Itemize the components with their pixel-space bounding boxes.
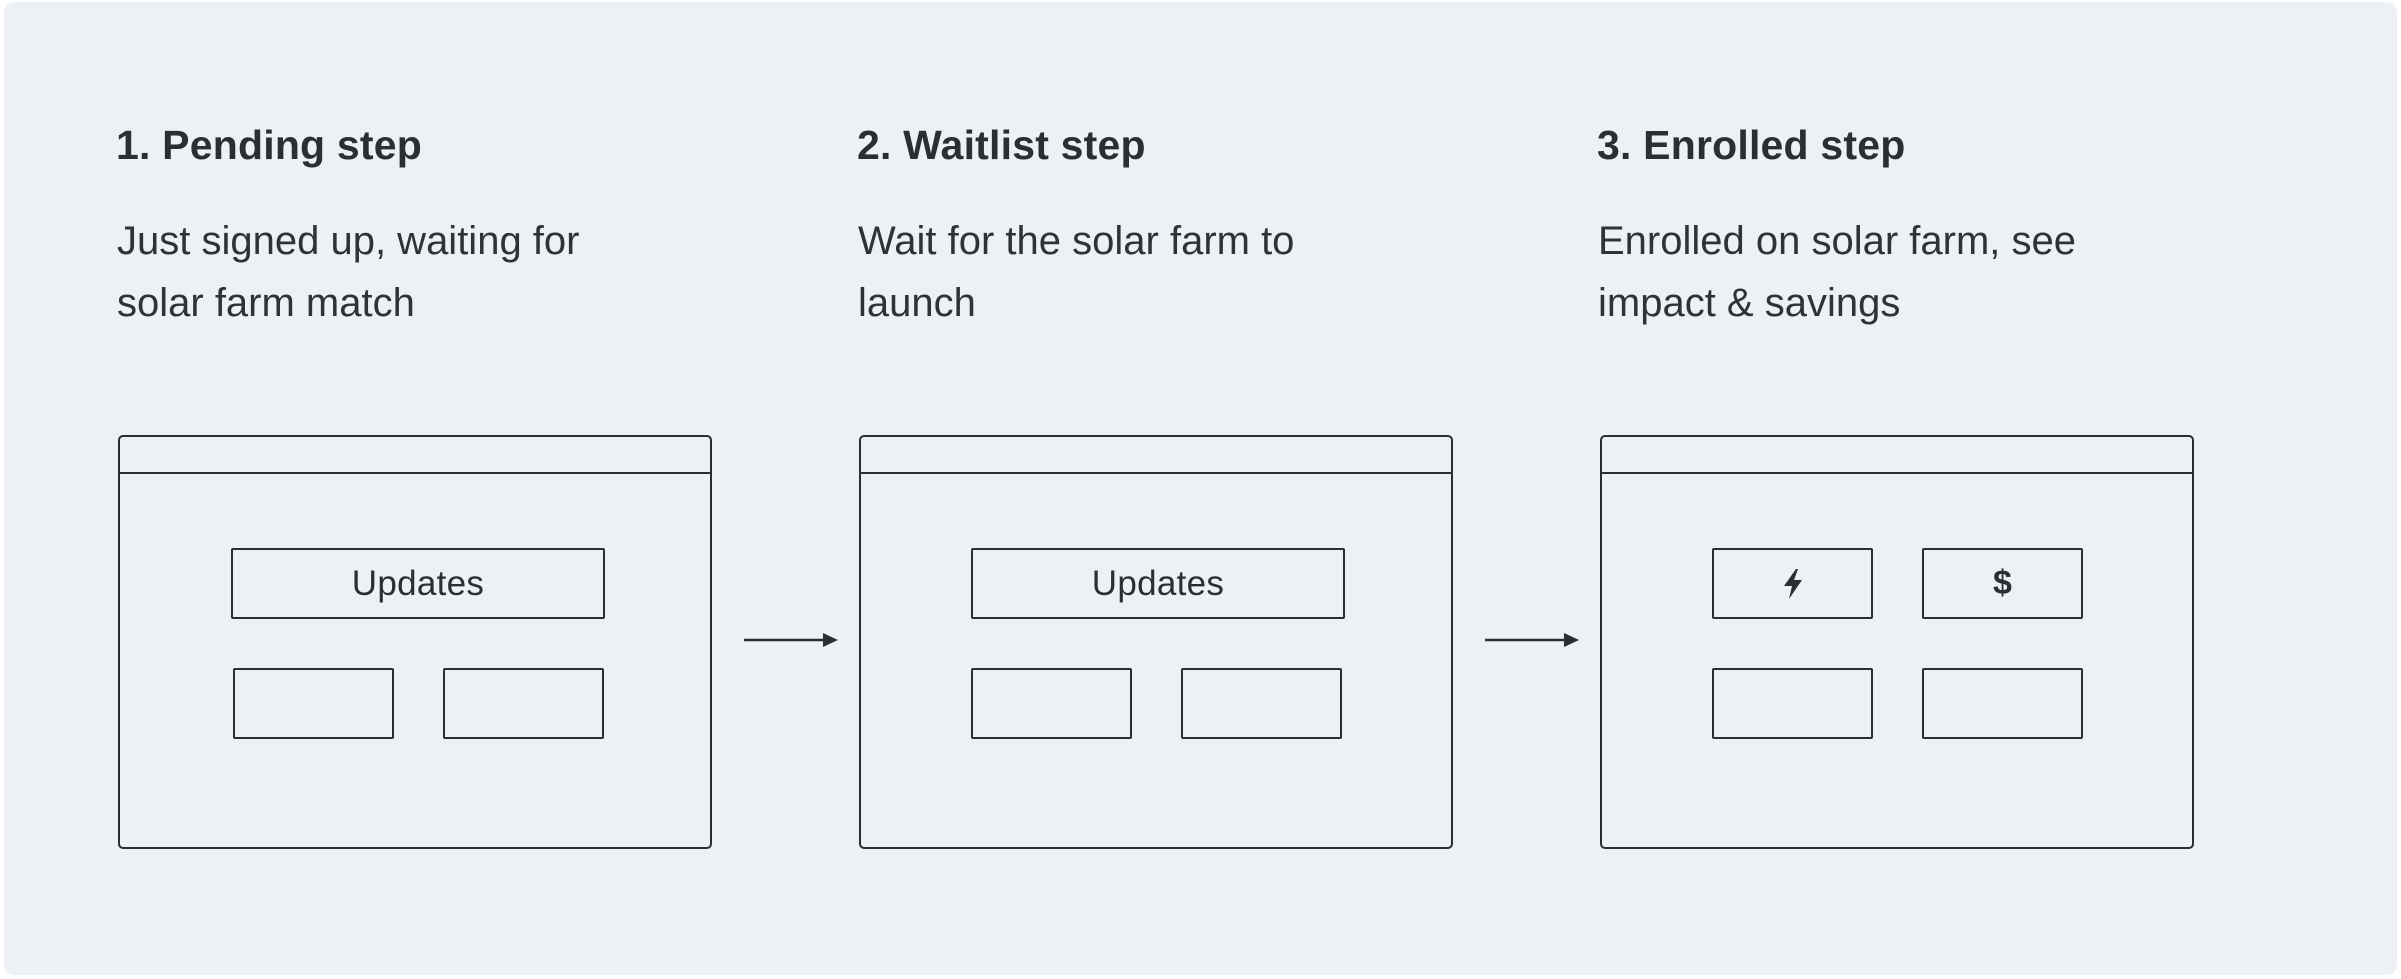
- savings-box: $: [1922, 548, 2083, 619]
- placeholder-box-left: [233, 668, 394, 739]
- step-2-description: Wait for the solar farm to launch: [858, 219, 1295, 325]
- placeholder-box-right: [443, 668, 604, 739]
- updates-box: Updates: [231, 548, 605, 619]
- step-1-title: 1. Pending step: [116, 122, 422, 168]
- window-title-bar: [120, 437, 710, 474]
- arrow-right-icon: [744, 633, 838, 647]
- lightning-bolt-icon: [1783, 568, 1802, 599]
- energy-impact-box: [1712, 548, 1873, 619]
- placeholder-box-right: [1181, 668, 1342, 739]
- placeholder-box-left: [971, 668, 1132, 739]
- diagram-panel: 1. Pending step Just signed up, waiting …: [4, 2, 2397, 975]
- placeholder-box-right: [1922, 668, 2083, 739]
- window-title-bar: [1602, 437, 2192, 474]
- step-3-description: Enrolled on solar farm, see impact & sav…: [1598, 219, 2077, 325]
- step-3-window-mockup: $: [1600, 435, 2194, 849]
- arrow-right-icon: [1485, 633, 1579, 647]
- updates-box: Updates: [971, 548, 1345, 619]
- placeholder-box-left: [1712, 668, 1873, 739]
- dollar-sign-icon: $: [1993, 564, 2012, 602]
- window-title-bar: [861, 437, 1451, 474]
- step-1-description: Just signed up, waiting for solar farm m…: [117, 219, 580, 325]
- step-2-title: 2. Waitlist step: [857, 122, 1146, 168]
- step-2-window-mockup: Updates: [859, 435, 1453, 849]
- step-1-window-mockup: Updates: [118, 435, 712, 849]
- step-3-title: 3. Enrolled step: [1597, 122, 1906, 168]
